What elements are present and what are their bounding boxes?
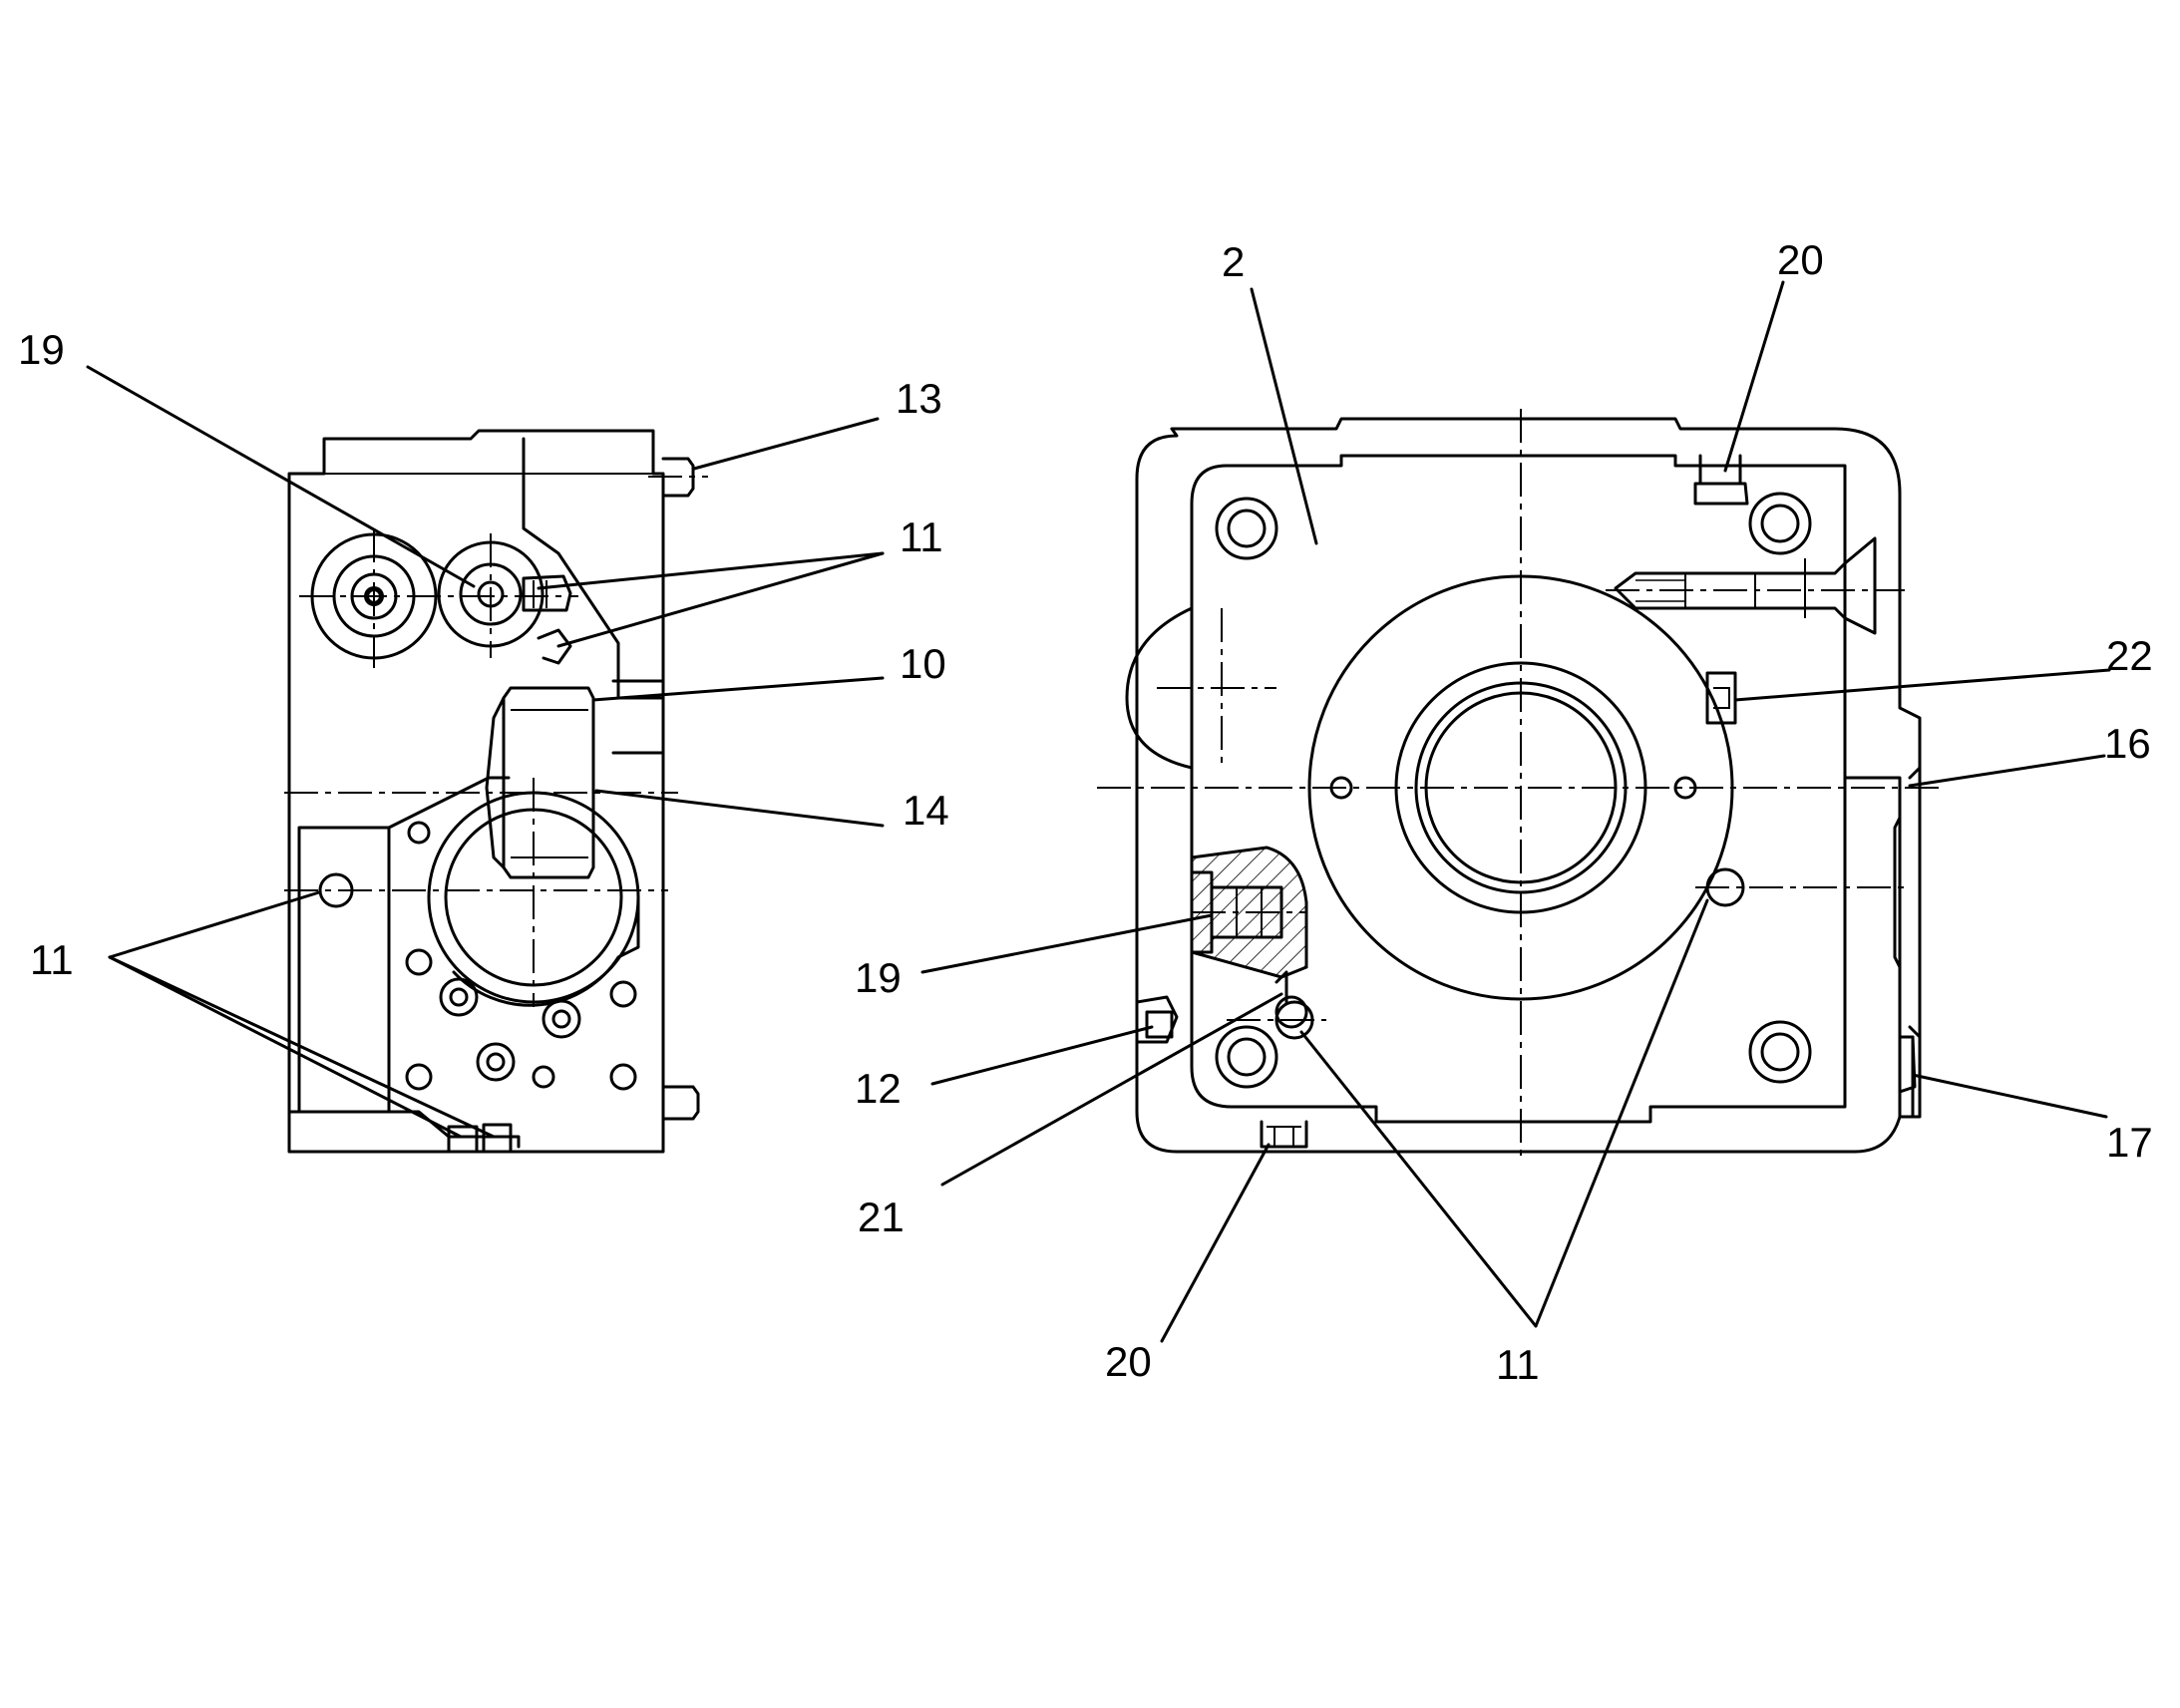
callout-20-right-bottom: 20 <box>1105 1338 1152 1385</box>
callout-13-left: 13 <box>896 375 942 422</box>
callout-labels: 19 13 11 10 14 11 2 20 22 16 19 12 21 17… <box>18 236 2153 1388</box>
callout-19-left: 19 <box>18 326 65 373</box>
callout-10-left: 10 <box>900 640 946 687</box>
callout-19-right: 19 <box>855 954 902 1001</box>
callout-14-left: 14 <box>903 787 949 834</box>
leader-lines <box>86 280 2111 1343</box>
callout-21-right: 21 <box>858 1194 905 1240</box>
left-side-view <box>284 429 708 1154</box>
callout-20-right-top: 20 <box>1777 236 1824 283</box>
callout-16-right: 16 <box>2104 720 2151 767</box>
callout-12-right: 12 <box>855 1065 902 1112</box>
right-front-view <box>1097 409 1945 1162</box>
callout-2-right: 2 <box>1222 238 1245 285</box>
callout-11-right: 11 <box>1496 1341 1540 1388</box>
callout-11-left-bottom: 11 <box>30 936 74 983</box>
callout-11-left-top: 11 <box>900 513 943 560</box>
callout-17-right: 17 <box>2106 1119 2153 1166</box>
callout-22-right: 22 <box>2106 632 2153 679</box>
